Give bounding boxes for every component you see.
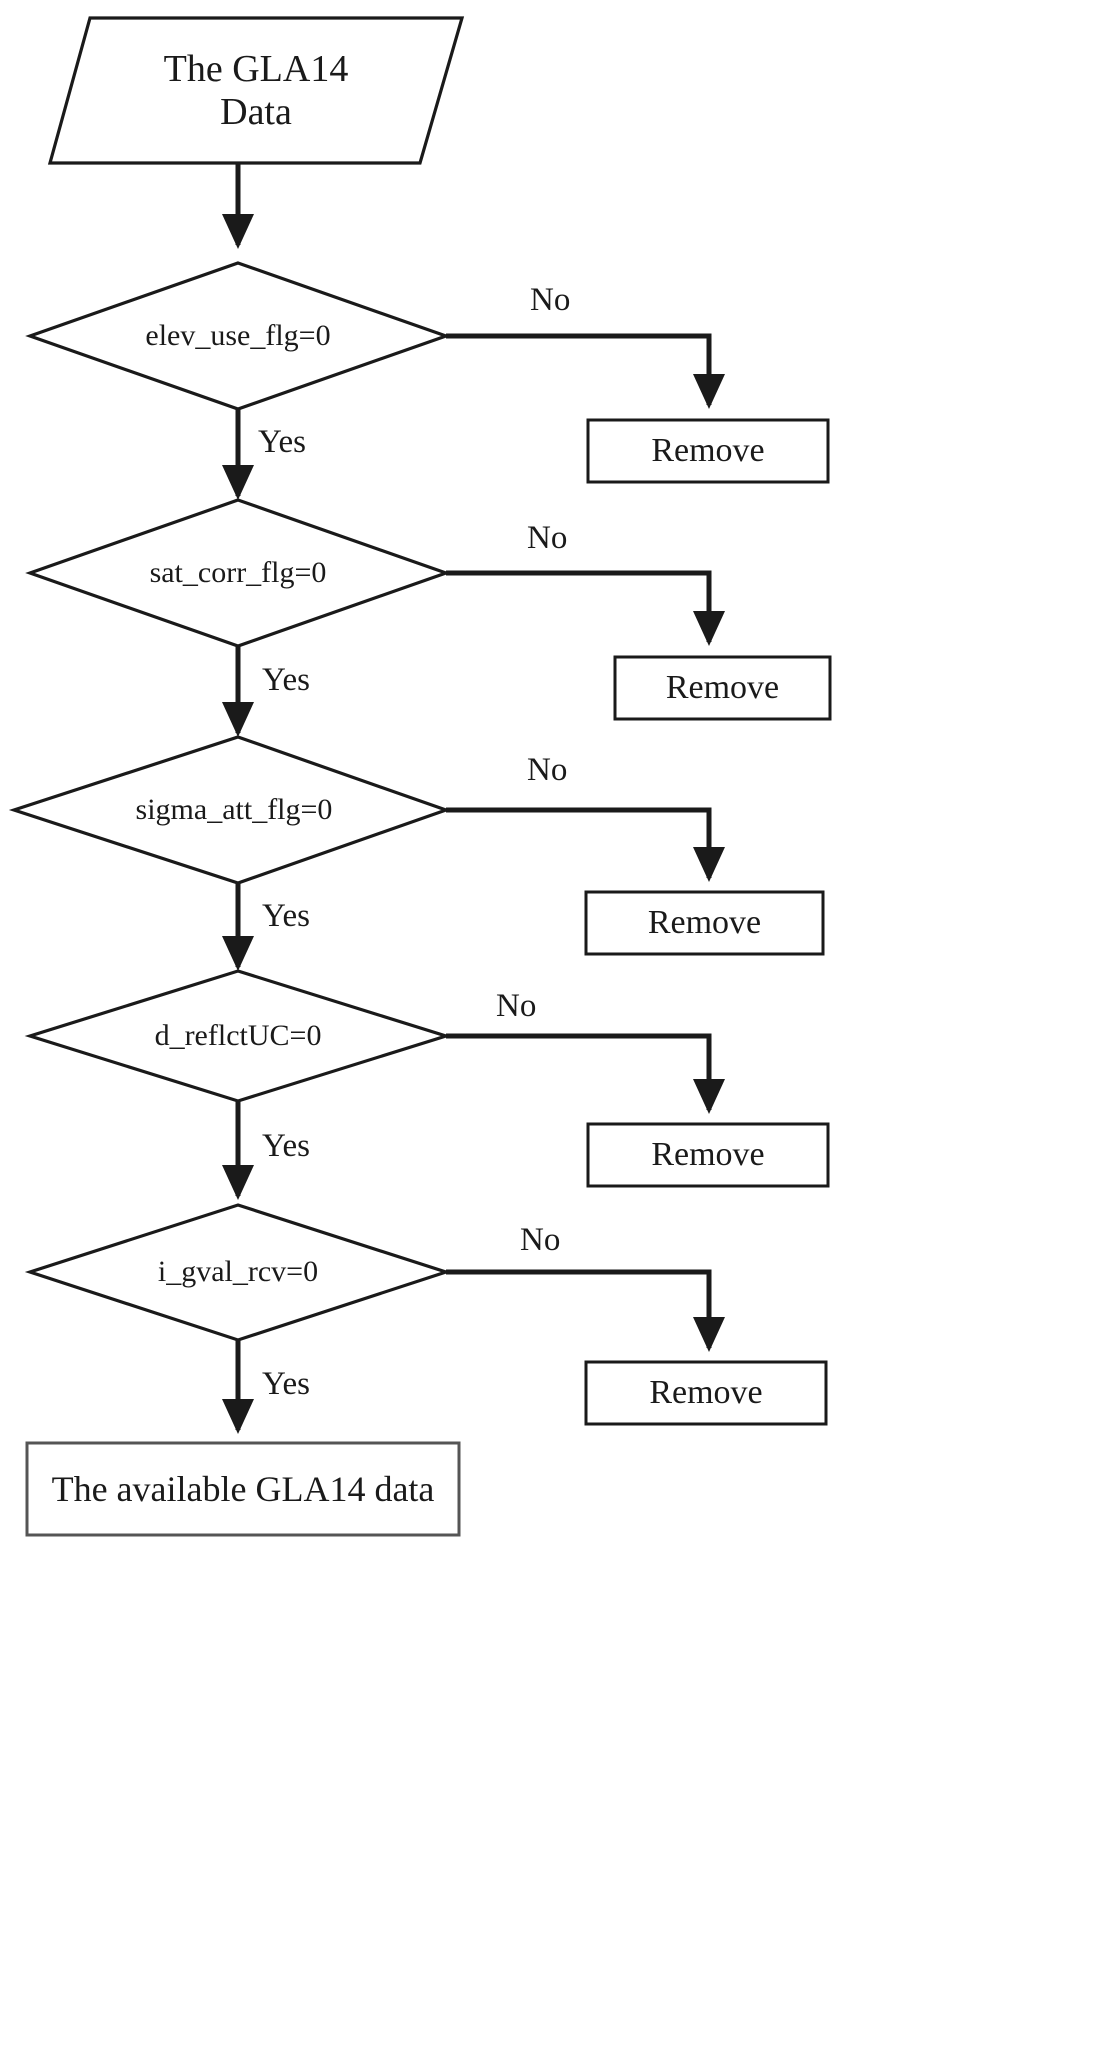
decision-node-sigma-att-flg[interactable]: [14, 737, 446, 883]
remove-node-5[interactable]: [586, 1362, 826, 1424]
decision-node-sat-corr-flg[interactable]: [30, 500, 446, 646]
remove-box-3: [584, 890, 825, 956]
final-output-box: [25, 1441, 461, 1537]
decision-1-yes-label: Yes: [258, 424, 307, 460]
decision-2-no-label: No: [527, 520, 568, 556]
decision-2-yes-label: Yes: [262, 662, 311, 698]
remove-box-1: [586, 418, 830, 484]
edge-decision-3-no: [446, 807, 726, 883]
remove-node-2[interactable]: [615, 657, 830, 719]
remove-node-1[interactable]: [588, 420, 828, 482]
remove-node-4[interactable]: [588, 1124, 828, 1186]
edge-decision-4-no: [446, 1033, 726, 1115]
edge-decision-2-no: [446, 570, 726, 647]
decision-3-yes-label: Yes: [262, 898, 311, 934]
decision-node-elev-use-flg[interactable]: [30, 263, 446, 409]
edge-decision-1-no: [446, 333, 726, 410]
remove-box-2: [613, 655, 832, 721]
remove-node-3[interactable]: [586, 892, 823, 954]
decision-5-yes-label: Yes: [262, 1366, 311, 1402]
decision-node-d-reflctuc[interactable]: [30, 971, 446, 1101]
decision-4-no-label: No: [496, 988, 537, 1024]
decision-3-no-label: No: [527, 752, 568, 788]
decision-1-no-label: No: [530, 282, 571, 318]
remove-box-4: [586, 1122, 830, 1188]
remove-box-5: [584, 1360, 828, 1426]
decision-5-no-label: No: [520, 1222, 561, 1258]
start-parallelogram: [47, 16, 465, 165]
final-output-node[interactable]: [27, 1443, 459, 1535]
decision-node-i-gval-rcv[interactable]: [30, 1205, 446, 1340]
decision-4-yes-label: Yes: [262, 1128, 311, 1164]
edge-decision-5-no: [446, 1269, 726, 1353]
start-node[interactable]: [50, 18, 462, 163]
